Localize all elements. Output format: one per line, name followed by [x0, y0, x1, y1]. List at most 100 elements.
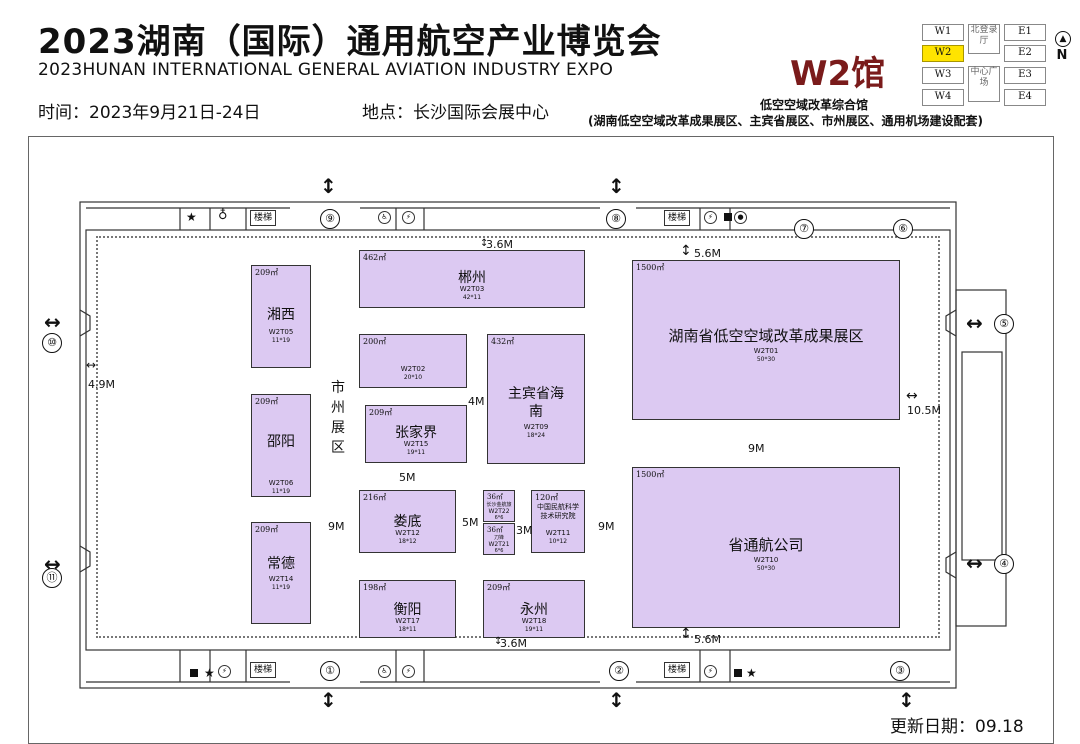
keymap-e4[interactable]: E4 [1004, 89, 1046, 106]
booth-name: 永州 [520, 602, 548, 618]
square-icon [190, 669, 198, 677]
booth-size: 10*12 [548, 538, 568, 545]
dim-arrow-icon: ↕ [494, 636, 503, 647]
keymap-w3[interactable]: W3 [922, 67, 964, 84]
booth-w2t14[interactable]: 209㎡ 常德 W2T14 11*19 [251, 522, 311, 624]
keymap-w4[interactable]: W4 [922, 89, 964, 106]
booth-w2t11[interactable]: 120㎡ 中国民航科学技术研究院 W2T11 10*12 [531, 490, 585, 553]
booth-name: 中国民航科学技术研究院 [537, 503, 579, 520]
dim-label: 9M [748, 442, 765, 455]
booth-name: 娄底 [393, 514, 422, 530]
booth-w2t21[interactable]: 36㎡ 刀锋 W2T21 6*6 [483, 523, 515, 555]
booth-code: W2T18 [521, 617, 547, 625]
booth-name: 邵阳 [267, 434, 295, 450]
booth-w2t05[interactable]: 209㎡ 湘西 W2T05 11*19 [251, 265, 311, 368]
gate-4[interactable]: ④ [994, 554, 1014, 574]
stairs-label: 楼梯 [250, 662, 277, 678]
hall-subtitle: 低空空域改革综合馆 [760, 98, 869, 112]
booth-size: 20*10 [403, 374, 423, 381]
power-icon: ⚡ [402, 665, 415, 678]
keymap-e2[interactable]: E2 [1004, 45, 1046, 62]
dim-arrow-icon: ↕ [480, 238, 489, 249]
booth-name: 刀锋 [493, 535, 504, 541]
dim-arrow-icon: ↔ [86, 358, 97, 372]
dim-label: 4M [468, 395, 485, 408]
dim-label: 3M [516, 524, 533, 537]
star-icon: ★ [204, 666, 215, 680]
booth-w2t09[interactable]: 432㎡ 主宾省海南 W2T09 18*24 [487, 334, 585, 464]
booth-area: 209㎡ [255, 397, 279, 406]
gate-6[interactable]: ⑥ [893, 219, 913, 239]
booth-size: 11*19 [271, 584, 291, 591]
keymap-e3[interactable]: E3 [1004, 67, 1046, 84]
dim-label: 10.5M [907, 404, 941, 417]
gate-3[interactable]: ③ [890, 661, 910, 681]
keymap-w1[interactable]: W1 [922, 24, 964, 41]
gate-11[interactable]: ⑪ [42, 568, 62, 588]
booth-w2t17[interactable]: 198㎡ 衡阳 W2T17 18*11 [359, 580, 456, 638]
booth-w2t06[interactable]: 209㎡ 邵阳 W2T06 11*19 [251, 394, 311, 497]
booth-code: W2T12 [395, 529, 420, 537]
dim-arrow-icon: ↔ [906, 388, 918, 404]
keymap-w2[interactable]: W2 [922, 45, 964, 62]
booth-code: W2T02 [400, 365, 426, 373]
booth-size: 11*19 [271, 488, 291, 495]
booth-name: 湖南省低空空域改革成果展区 [668, 327, 864, 345]
booth-name: 长沙金航旅 [486, 502, 512, 508]
booth-size: 18*11 [398, 626, 417, 633]
booth-size: 18*24 [526, 432, 546, 439]
booth-area: 209㎡ [487, 583, 511, 592]
water-icon: ♁ [218, 208, 228, 223]
stairs-label: 楼梯 [250, 210, 277, 226]
booth-code: W2T15 [403, 440, 429, 448]
square-icon [734, 669, 742, 677]
gate-2[interactable]: ② [609, 661, 629, 681]
gate-8[interactable]: ⑧ [606, 209, 626, 229]
booth-w2t10[interactable]: 1500㎡ 省通航公司 W2T10 50*30 [632, 467, 900, 628]
gate-1[interactable]: ① [320, 661, 340, 681]
booth-w2t01[interactable]: 1500㎡ 湖南省低空空域改革成果展区 W2T01 50*30 [632, 260, 900, 420]
booth-area: 209㎡ [369, 408, 393, 417]
booth-size: 19*11 [406, 449, 426, 456]
booth-area: 209㎡ [255, 525, 279, 534]
keymap-e1[interactable]: E1 [1004, 24, 1046, 41]
booth-w2t15[interactable]: 209㎡ 张家界 W2T15 19*11 [365, 405, 467, 463]
gate-9[interactable]: ⑨ [320, 209, 340, 229]
booth-code: W2T01 [753, 347, 779, 355]
dim-arrow-icon: ↕ [680, 243, 692, 259]
booth-code: W2T17 [395, 617, 420, 625]
dim-label: 5.6M [694, 247, 721, 260]
booth-code: W2T05 [268, 328, 294, 336]
gate-5[interactable]: ⑤ [994, 314, 1014, 334]
booth-area: 36㎡ [487, 493, 503, 501]
booth-code: W2T09 [523, 423, 549, 431]
accessible-icon: ♿ [378, 211, 391, 224]
stairs-label: 楼梯 [664, 210, 691, 226]
dim-label: 3.6M [486, 238, 513, 251]
dim-arrow-icon: ↕ [680, 626, 692, 642]
gate-10[interactable]: ⑩ [42, 333, 62, 353]
booth-area: 36㎡ [487, 526, 503, 534]
gate-7[interactable]: ⑦ [794, 219, 814, 239]
booth-w2t12[interactable]: 216㎡ 娄底 W2T12 18*12 [359, 490, 456, 553]
dim-label: 5.6M [694, 633, 721, 646]
dim-label: 4.9M [88, 378, 115, 391]
compass-arrow-icon: ▲ [1055, 31, 1071, 47]
booth-area: 120㎡ [535, 493, 559, 502]
booth-area: 216㎡ [363, 493, 387, 502]
booth-code: W2T22 [488, 508, 510, 515]
star-icon: ★ [746, 666, 757, 680]
hall-description: (湖南低空空域改革成果展区、主宾省展区、市州展区、通用机场建设配套) [588, 114, 983, 128]
booth-name: 张家界 [395, 425, 437, 441]
booth-area: 198㎡ [363, 583, 387, 592]
star-icon: ★ [186, 210, 197, 224]
booth-w2t22[interactable]: 36㎡ 长沙金航旅 W2T22 6*6 [483, 490, 515, 522]
keymap-north-lobby: 北登录厅 [968, 24, 1000, 54]
event-time: 时间：2023年9月21日-24日 [38, 103, 261, 123]
booth-w2t18[interactable]: 209㎡ 永州 W2T18 19*11 [483, 580, 585, 638]
booth-name: 常德 [267, 556, 295, 572]
booth-w2t03[interactable]: 462㎡ 郴州 W2T03 42*11 [359, 250, 585, 308]
dim-label: 9M [598, 520, 615, 533]
booth-w2t02[interactable]: 200㎡ W2T02 20*10 [359, 334, 467, 388]
city-zone-label: 市州展区 [331, 380, 345, 456]
